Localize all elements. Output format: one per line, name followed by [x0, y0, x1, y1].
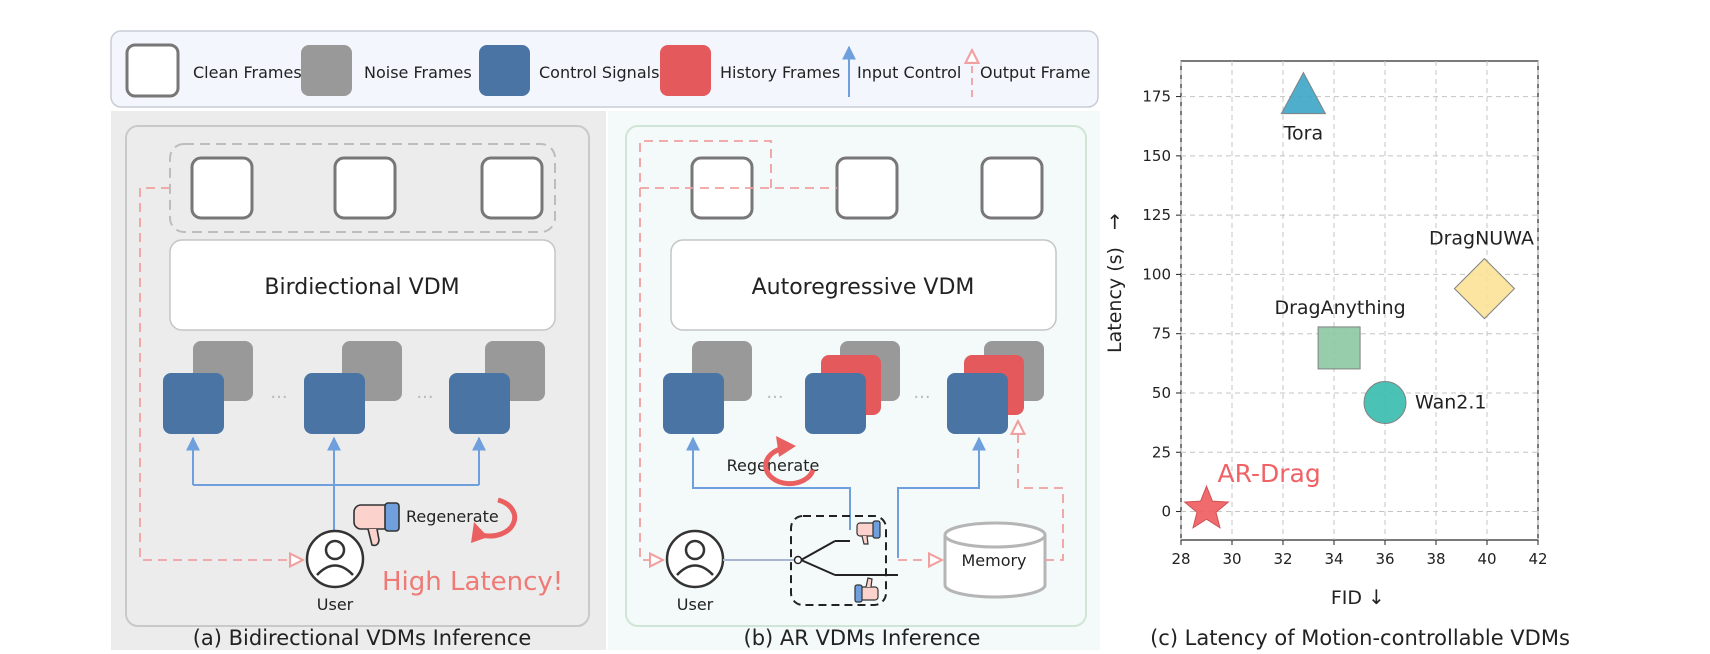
memory-output-arrow [1018, 421, 1064, 561]
control-signal-frame [163, 373, 224, 434]
legend-history-swatch [660, 45, 711, 96]
thumbs-down-icon [353, 502, 400, 547]
y-tick-label: 175 [1142, 88, 1171, 106]
output-frame-arrow [639, 140, 772, 560]
x-tick-label: 32 [1273, 550, 1292, 568]
clean-frame [190, 156, 254, 220]
panel-bidirectional: Birdiectional VDM ... ... User [111, 111, 606, 651]
x-tick-label: 42 [1528, 550, 1547, 568]
chart-grid [1180, 61, 1539, 540]
legend: Clean Frames Noise Frames Control Signal… [110, 30, 1099, 108]
point-label: Wan2.1 [1415, 391, 1486, 413]
clean-frame [980, 156, 1044, 220]
x-tick-label: 36 [1375, 550, 1394, 568]
ellipsis: ... [416, 382, 433, 403]
control-signal-frame [449, 373, 510, 434]
marker-tora [1280, 71, 1327, 115]
thumbs-down-icon [856, 520, 881, 545]
legend-input-label: Input Control [857, 63, 961, 82]
point-label: Tora [1283, 123, 1323, 145]
marker-draganything [1317, 326, 1361, 370]
x-axis-down-arrow-icon: ↓ [1368, 585, 1385, 609]
x-tick-label: 38 [1426, 550, 1445, 568]
x-tick-label: 40 [1477, 550, 1496, 568]
bidirectional-vdm-label: Birdiectional VDM [264, 275, 459, 300]
high-latency-note: High Latency! [382, 567, 563, 597]
user-icon [305, 529, 365, 589]
marker-wan2-1 [1363, 380, 1407, 424]
input-control-arrows [186, 436, 486, 530]
y-tick-label: 25 [1152, 443, 1171, 461]
user-label: User [677, 595, 714, 614]
control-signal-frame [805, 373, 866, 434]
user-icon [665, 529, 725, 589]
output-frame-arrow [139, 187, 303, 560]
regenerate-label: Regenerate [727, 456, 820, 475]
x-axis-label: FID [1331, 587, 1362, 609]
y-tick-label: 50 [1152, 384, 1171, 402]
chart-ticks: 28 30 32 34 36 38 40 42 0 25 50 75 100 125 150 175 [1142, 88, 1547, 568]
memory-label: Memory [961, 551, 1026, 570]
user-label: User [317, 595, 354, 614]
y-tick-label: 75 [1152, 325, 1171, 343]
panel-autoregressive: Autoregressive VDM ... ... Regenerate [608, 111, 1100, 651]
y-axis-label: Latency (s) [1104, 247, 1126, 353]
clean-frame [835, 156, 899, 220]
y-axis-down-arrow-icon: → [1102, 213, 1126, 230]
input-control-arrows [686, 436, 986, 558]
legend-output-label: Output Frame [980, 63, 1091, 82]
x-tick-label: 30 [1222, 550, 1241, 568]
ellipsis: ... [270, 382, 287, 403]
marker-dragnuwa [1453, 257, 1516, 320]
legend-noise-label: Noise Frames [364, 63, 472, 82]
x-tick-label: 34 [1324, 550, 1343, 568]
legend-noise-swatch [301, 45, 352, 96]
ellipsis: ... [766, 382, 783, 403]
legend-history-label: History Frames [720, 63, 840, 82]
legend-clean-swatch [125, 43, 180, 98]
regenerate-label: Regenerate [406, 507, 499, 526]
memory-database-icon [943, 521, 1047, 599]
legend-control-swatch [479, 45, 530, 96]
legend-control-label: Control Signals [539, 63, 659, 82]
clean-frame [480, 156, 544, 220]
y-tick-label: 125 [1142, 206, 1171, 224]
point-label: DragAnything [1274, 297, 1405, 319]
bidirectional-vdm-box [169, 239, 556, 331]
legend-clean-label: Clean Frames [193, 63, 302, 82]
autoregressive-vdm-box [670, 239, 1057, 331]
clean-frame [333, 156, 397, 220]
point-label: DragNUWA [1429, 228, 1534, 250]
y-tick-label: 100 [1142, 265, 1171, 283]
control-signal-frame [947, 373, 1008, 434]
latency-chart: 28 30 32 34 36 38 40 42 0 25 50 75 100 125 150 175 Tora… [1102, 60, 1570, 650]
regenerate-icon [471, 497, 518, 543]
autoregressive-vdm-label: Autoregressive VDM [752, 275, 975, 300]
marker-ar-drag [1183, 484, 1230, 529]
point-label: AR-Drag [1218, 459, 1321, 488]
control-signal-frame [663, 373, 724, 434]
regenerate-icon [763, 436, 816, 487]
thumbs-up-icon [854, 577, 879, 603]
control-signal-frame [304, 373, 365, 434]
feedback-switch [790, 515, 887, 606]
ellipsis: ... [913, 382, 930, 403]
panel-c-caption: (c) Latency of Motion-controllable VDMs [1150, 626, 1570, 650]
panel-a-caption: (a) Bidirectional VDMs Inference [193, 626, 532, 650]
y-tick-label: 0 [1161, 503, 1171, 521]
y-tick-label: 150 [1142, 147, 1171, 165]
panel-b-caption: (b) AR VDMs Inference [744, 626, 981, 650]
x-tick-label: 28 [1171, 550, 1190, 568]
